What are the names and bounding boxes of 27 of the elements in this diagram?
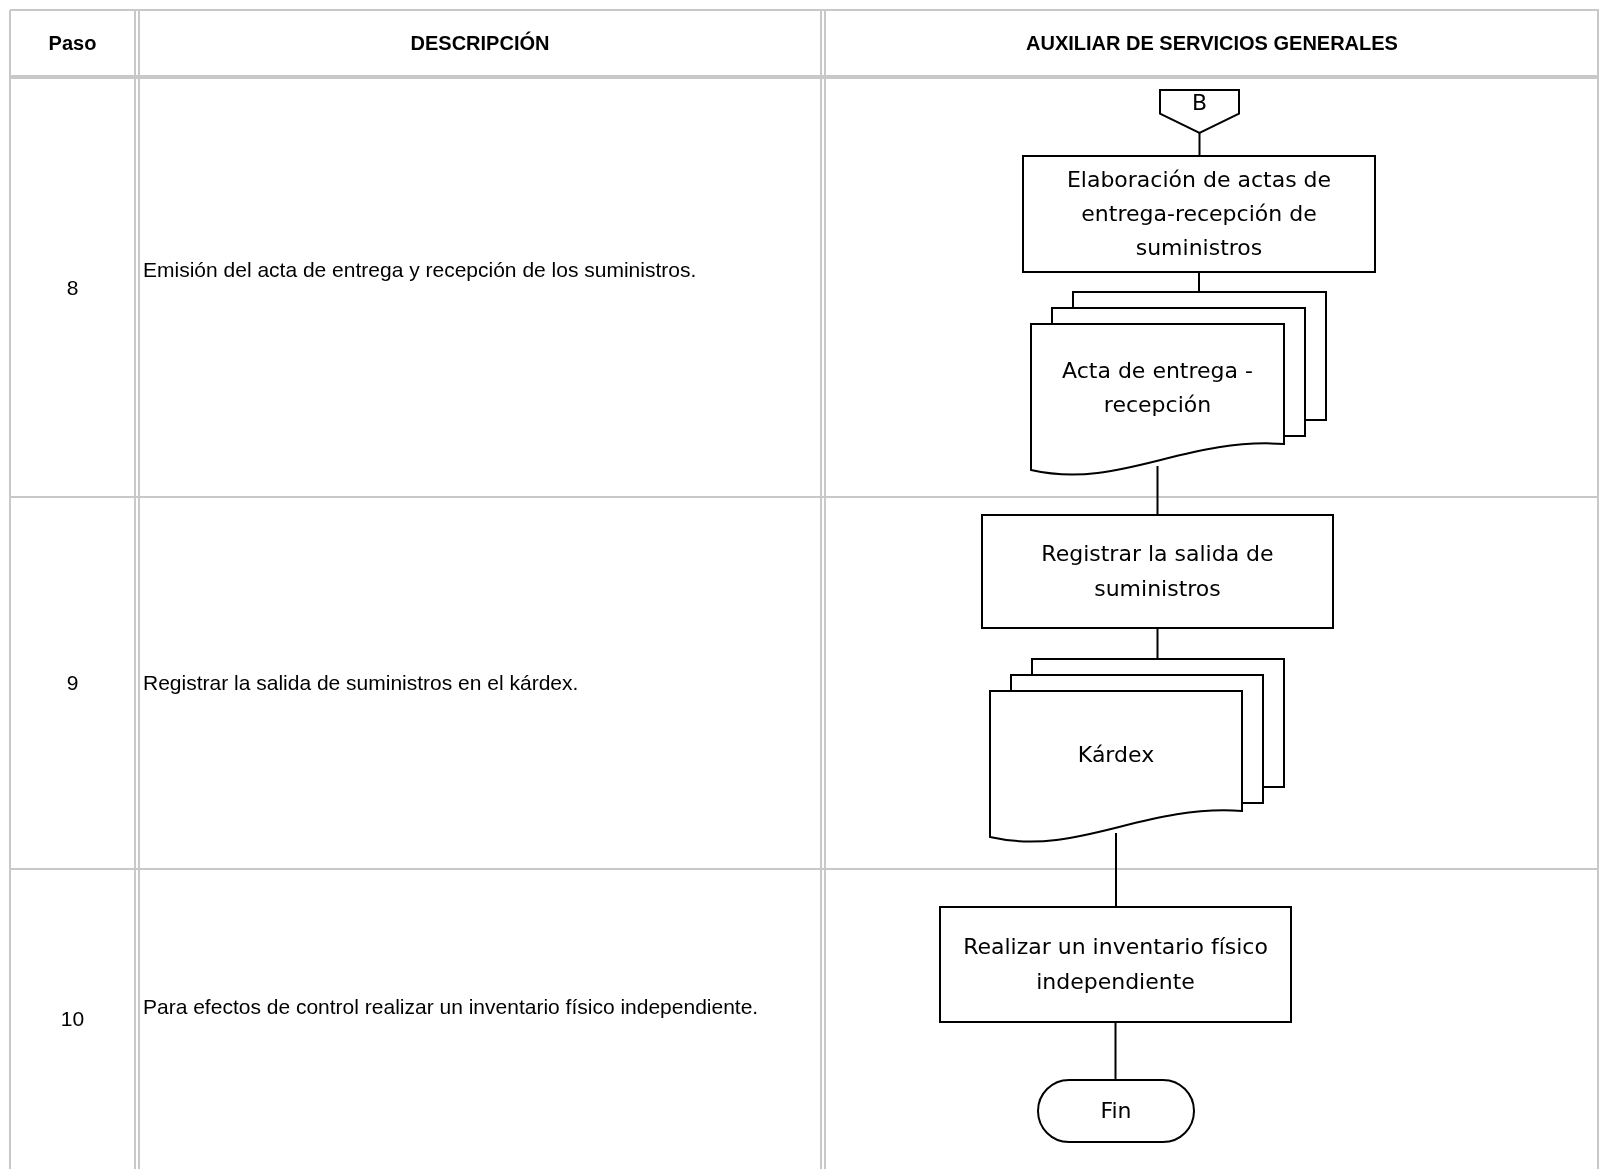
connector-line [1156,465,1159,516]
connector-line [1156,627,1159,660]
step-description: Para efectos de control realizar un inventario físico independiente. [143,994,760,1021]
step-number: 10 [60,1007,85,1031]
connector-line [1115,832,1117,908]
step-number: 8 [66,275,79,300]
node-label: Registrar la salida de suministros [1040,540,1275,603]
terminator [1038,1080,1194,1142]
column-header: DESCRIPCIÓN [410,31,550,55]
node-label: B [1191,88,1208,117]
node-label: Acta de entrega - recepción [1061,356,1254,419]
node-label: Kárdex [1077,740,1155,769]
step-description: Registrar la salida de suministros en el kárdex. [143,670,580,697]
column-header: Paso [48,31,97,55]
step-description: Emisión del acta de entrega y recepción de los suministros. [143,256,698,283]
connector-line [1198,132,1201,157]
node-label: Elaboración de actas de entrega-recepción de suministros [1065,165,1333,263]
process-box [982,515,1333,628]
off-page-connector [1160,90,1239,133]
node-label: Fin [1100,1096,1132,1125]
node-label: Realizar un inventario físico independiente [962,933,1269,996]
process-box [1023,156,1375,272]
connector-line [1198,271,1200,293]
step-number: 9 [66,671,79,695]
column-header: AUXILIAR DE SERVICIOS GENERALES [1026,31,1398,55]
connector-line [1114,1021,1117,1081]
process-box [940,907,1291,1022]
